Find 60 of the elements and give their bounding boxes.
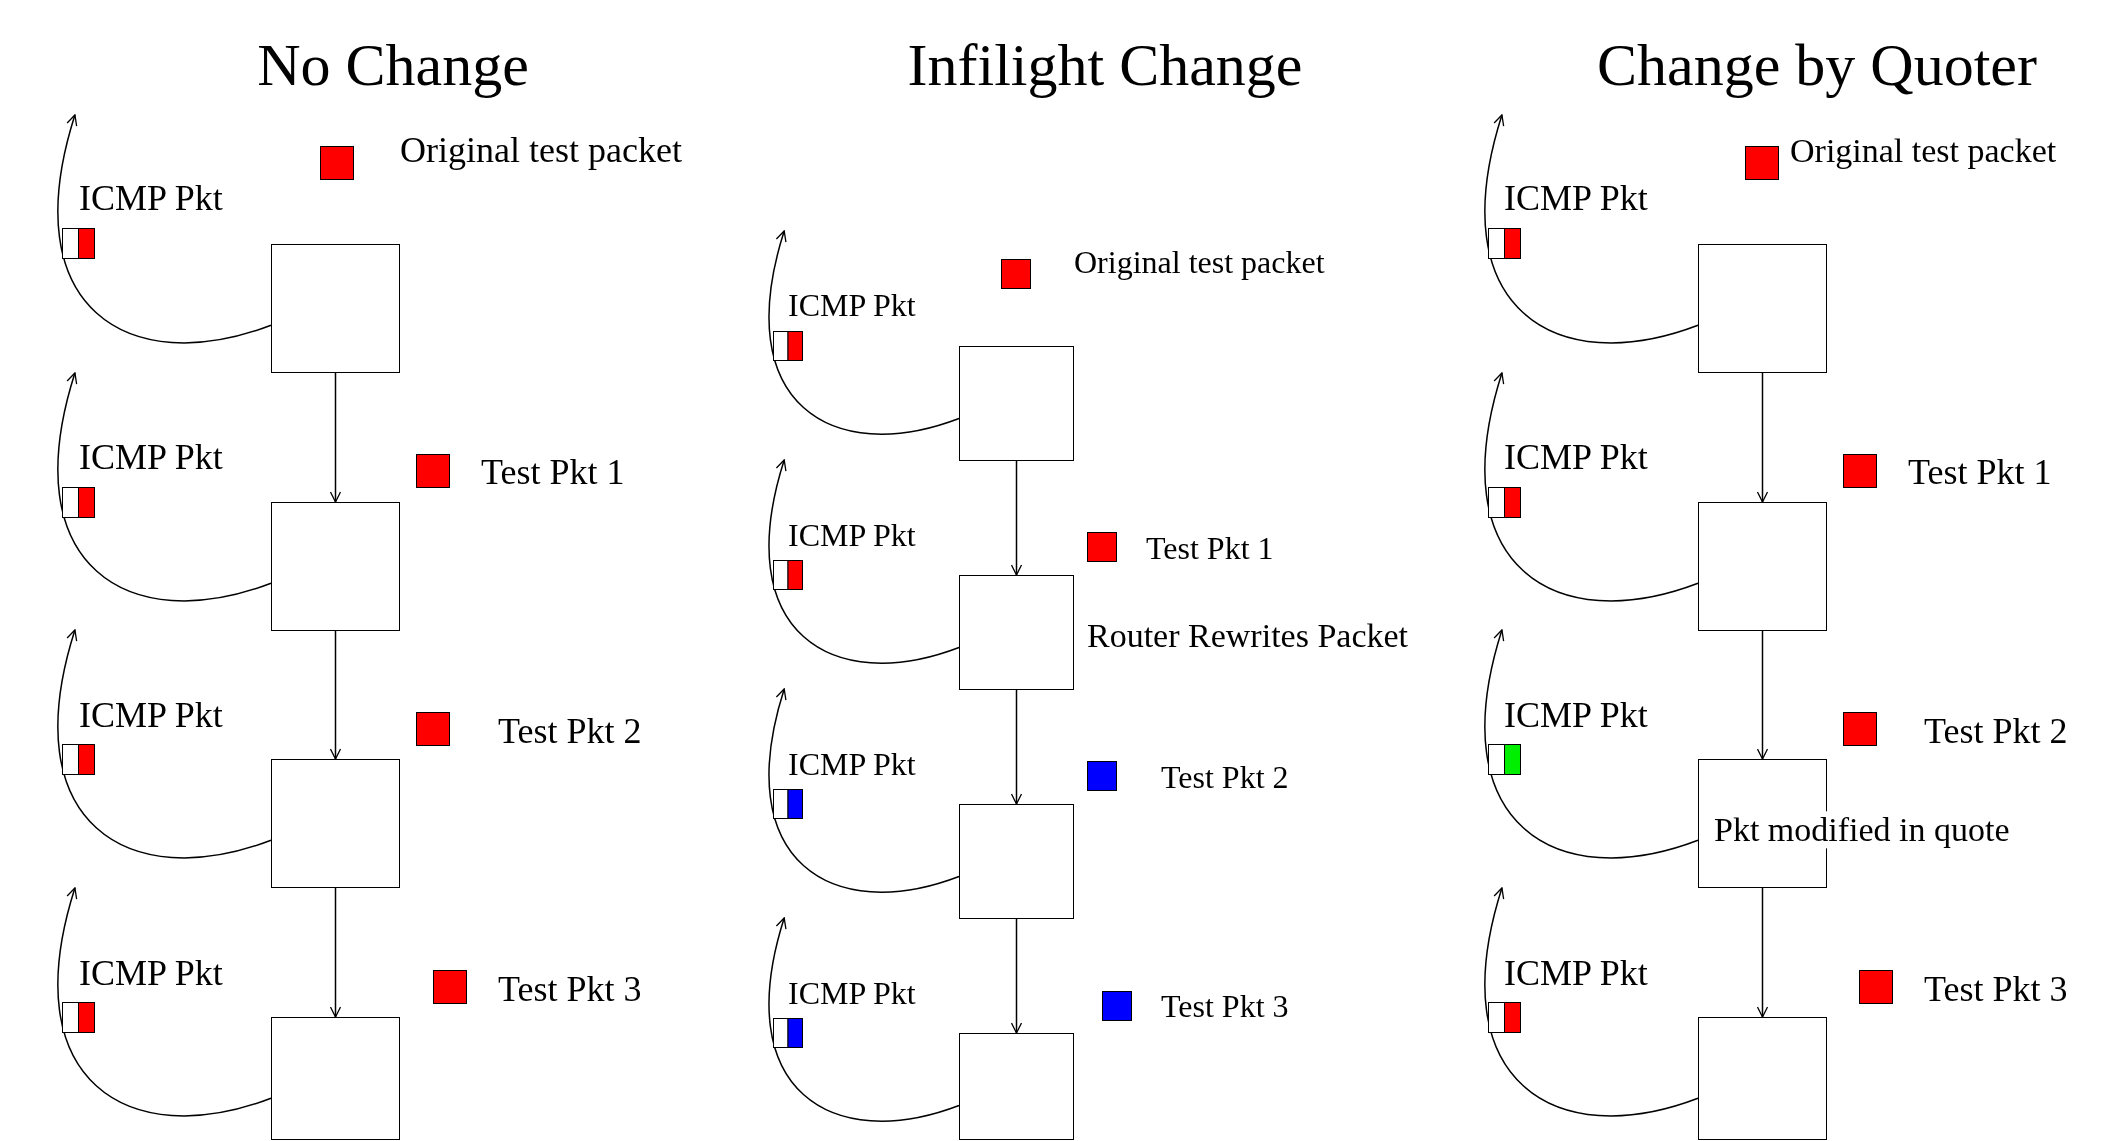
- router-box: [1698, 1017, 1827, 1140]
- router-box: [959, 1033, 1074, 1140]
- packet-label: Original test packet: [1790, 132, 2057, 170]
- packet-label: ICMP Pkt: [788, 518, 916, 554]
- curved-arrow: [1484, 887, 1699, 1117]
- arrow: [1756, 887, 1769, 1018]
- packet-label: ICMP Pkt: [788, 976, 916, 1012]
- packet-label: ICMP Pkt: [788, 747, 916, 783]
- curved-arrow: [57, 372, 272, 602]
- curved-arrow: [768, 230, 960, 435]
- packet-label: ICMP Pkt: [79, 179, 223, 219]
- arrow: [1010, 918, 1023, 1034]
- curved-arrow: [768, 459, 960, 664]
- packet-label: ICMP Pkt: [1504, 179, 1648, 219]
- packet-label: ICMP Pkt: [79, 696, 223, 736]
- curved-arrow: [768, 688, 960, 893]
- column-heading: No Change: [257, 32, 529, 98]
- packet-label: Test Pkt 2: [498, 712, 642, 752]
- router-box: [271, 759, 400, 888]
- router-box: [959, 575, 1074, 690]
- packet-label: Test Pkt 3: [1924, 970, 2068, 1010]
- arrow: [1010, 460, 1023, 576]
- column-heading: Infilight Change: [907, 32, 1303, 98]
- curved-arrow: [57, 629, 272, 859]
- packet-label: ICMP Pkt: [79, 438, 223, 478]
- curved-arrow: [1484, 629, 1699, 859]
- packet-label: Test Pkt 1: [1146, 531, 1274, 567]
- router-box: [271, 244, 400, 373]
- packet-label: ICMP Pkt: [1504, 696, 1648, 736]
- annotation-text: Pkt modified in quote: [1714, 811, 2010, 849]
- packet-label: Original test packet: [1074, 245, 1325, 281]
- arrow: [329, 372, 342, 503]
- packet-label: Test Pkt 2: [1161, 760, 1289, 796]
- curved-arrow: [768, 917, 960, 1122]
- router-box: [959, 346, 1074, 461]
- router-box: [1698, 244, 1827, 373]
- packet-label: ICMP Pkt: [788, 288, 916, 324]
- packet-label: Test Pkt 1: [481, 453, 625, 493]
- arrow: [1756, 630, 1769, 760]
- router-box: [959, 804, 1074, 919]
- packet-label: Test Pkt 3: [498, 970, 642, 1010]
- column-heading: Change by Quoter: [1597, 32, 2037, 98]
- curved-arrow: [57, 887, 272, 1117]
- curved-arrow: [1484, 372, 1699, 602]
- arrow: [1756, 372, 1769, 503]
- packet-label: ICMP Pkt: [1504, 438, 1648, 478]
- curved-arrow: [57, 114, 272, 344]
- arrow: [1010, 689, 1023, 805]
- packet-label: Original test packet: [400, 131, 682, 171]
- router-box: [1698, 502, 1827, 631]
- arrow: [329, 630, 342, 760]
- packet-label: ICMP Pkt: [1504, 954, 1648, 994]
- router-box: [271, 1017, 400, 1140]
- packet-label: Test Pkt 1: [1908, 453, 2052, 493]
- router-box: [271, 502, 400, 631]
- curved-arrow: [1484, 114, 1699, 344]
- packet-label: Test Pkt 2: [1924, 712, 2068, 752]
- packet-label: ICMP Pkt: [79, 954, 223, 994]
- packet-label: Test Pkt 3: [1161, 989, 1289, 1025]
- arrow: [329, 887, 342, 1018]
